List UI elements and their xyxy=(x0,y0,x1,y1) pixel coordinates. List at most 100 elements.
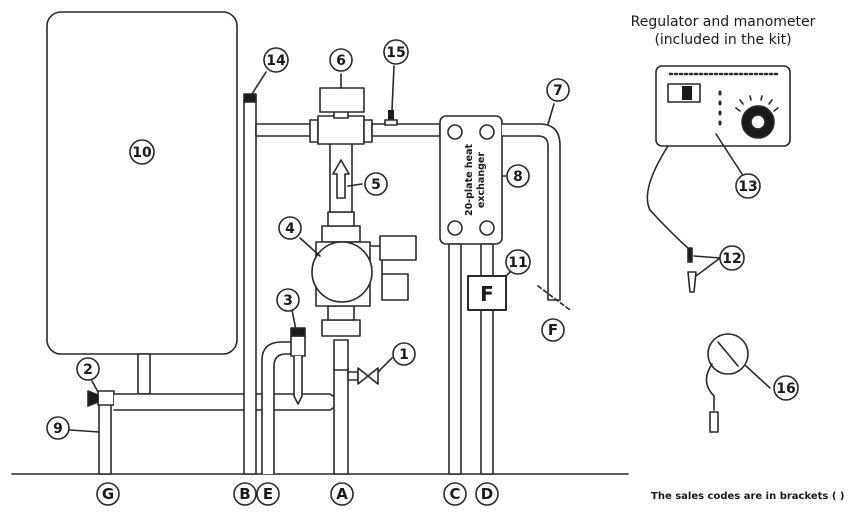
connection-d: D xyxy=(481,485,493,503)
manifold-left-union xyxy=(309,119,319,143)
callout-8-circle xyxy=(506,164,530,188)
hx-port-tl xyxy=(447,124,463,140)
hx-label-line1: 20-plate heat xyxy=(464,144,475,217)
ball-valve-stem xyxy=(347,371,359,381)
probe-cable xyxy=(646,145,691,251)
callout-13: 13 xyxy=(738,179,757,195)
leader-16 xyxy=(745,365,771,389)
callout-12-circle xyxy=(719,245,745,271)
connection-a: A xyxy=(336,485,348,503)
regulator-knob-ticks xyxy=(735,95,779,112)
drain-valve xyxy=(97,390,115,406)
connection-b-circle xyxy=(233,482,257,506)
hx-label: 20-plate heat exchanger xyxy=(464,144,487,217)
manifold-body xyxy=(317,115,365,145)
pump-terminal-box xyxy=(379,235,417,261)
air-vent-cap xyxy=(290,327,306,337)
upper-union xyxy=(321,225,361,243)
kit-title-line1: Regulator and manometer xyxy=(631,14,816,30)
callout-1-circle xyxy=(392,342,416,366)
filter-label: F xyxy=(480,282,494,306)
drain-valve-handle xyxy=(87,390,99,407)
callout-15-circle xyxy=(383,39,409,65)
callout-10: 10 xyxy=(132,145,152,161)
connection-g-circle xyxy=(96,482,120,506)
leader-12b xyxy=(693,255,721,259)
callout-6: 6 xyxy=(336,53,346,69)
leader-1 xyxy=(377,357,393,373)
hx-port-tr xyxy=(479,124,495,140)
manometer-cable xyxy=(705,363,715,411)
callout-9-circle xyxy=(46,416,70,440)
connection-f: F xyxy=(548,321,558,339)
callout-13-circle xyxy=(735,173,761,199)
top-supply-pipe xyxy=(255,123,313,137)
probe-sensor xyxy=(687,271,697,293)
callout-16-circle xyxy=(773,375,799,401)
callout-16: 16 xyxy=(776,381,795,397)
connection-b: B xyxy=(239,485,250,503)
callout-4: 4 xyxy=(285,221,295,237)
return-pipe-horizontal xyxy=(113,393,343,411)
pipe-d-upper xyxy=(480,243,494,277)
connection-c: C xyxy=(449,485,460,503)
manifold-right-union xyxy=(363,119,373,143)
connection-f-circle xyxy=(541,318,565,342)
storage-tank xyxy=(46,11,238,355)
valve-actuator xyxy=(319,87,365,113)
ball-valve-handle xyxy=(357,367,379,385)
filter-box xyxy=(467,275,507,311)
connection-d-circle xyxy=(475,482,499,506)
connection-e-circle xyxy=(256,482,280,506)
callout-6-circle xyxy=(329,48,353,72)
regulator-display-fill xyxy=(682,86,692,100)
callout-3-circle xyxy=(276,288,300,312)
leader-13 xyxy=(715,133,743,175)
kit-title-line2: (included in the kit) xyxy=(654,32,791,48)
flow-arrow xyxy=(332,159,350,199)
pipe-f xyxy=(501,123,561,301)
pipe-a xyxy=(333,367,349,475)
hx-label-line2: exchanger xyxy=(476,152,487,208)
callout-11: 11 xyxy=(508,255,527,271)
leader-12 xyxy=(695,257,721,277)
leader-4 xyxy=(299,237,321,257)
lower-union xyxy=(321,319,361,337)
callout-14: 14 xyxy=(266,53,286,69)
pipe-f-cutoff xyxy=(537,285,571,311)
callout-2-circle xyxy=(76,357,100,381)
callout-2: 2 xyxy=(83,362,93,378)
pipe-b xyxy=(243,99,257,475)
callout-14-circle xyxy=(263,47,289,73)
heat-exchanger xyxy=(439,115,503,245)
callout-1: 1 xyxy=(399,347,409,363)
callout-3: 3 xyxy=(283,293,293,309)
sales-codes-note: The sales codes are in brackets ( ) xyxy=(651,491,844,502)
lower-union-neck xyxy=(327,305,355,321)
hx-port-br xyxy=(479,220,495,236)
callout-7: 7 xyxy=(553,83,563,99)
pipe-d-lower xyxy=(480,309,494,475)
leader-2 xyxy=(91,380,99,393)
upper-union-neck xyxy=(327,211,355,227)
pipe-g xyxy=(98,402,112,475)
callout-12: 12 xyxy=(722,251,741,267)
callout-15: 15 xyxy=(386,45,405,61)
connection-e: E xyxy=(263,485,273,503)
manifold-to-hx-pipe xyxy=(371,123,441,137)
connection-c-circle xyxy=(443,482,467,506)
regulator-box xyxy=(655,65,791,147)
hx-port-bl xyxy=(447,220,463,236)
pipe-a-upper xyxy=(333,339,349,371)
leader-15 xyxy=(391,65,395,111)
regulator-knob-center xyxy=(750,114,766,130)
pipe-c xyxy=(448,243,462,475)
connection-g: G xyxy=(102,485,114,503)
leader-7 xyxy=(547,103,555,125)
tank-outlet-stub xyxy=(137,353,151,395)
probe-tip xyxy=(687,247,693,263)
callout-11-circle xyxy=(505,249,531,275)
